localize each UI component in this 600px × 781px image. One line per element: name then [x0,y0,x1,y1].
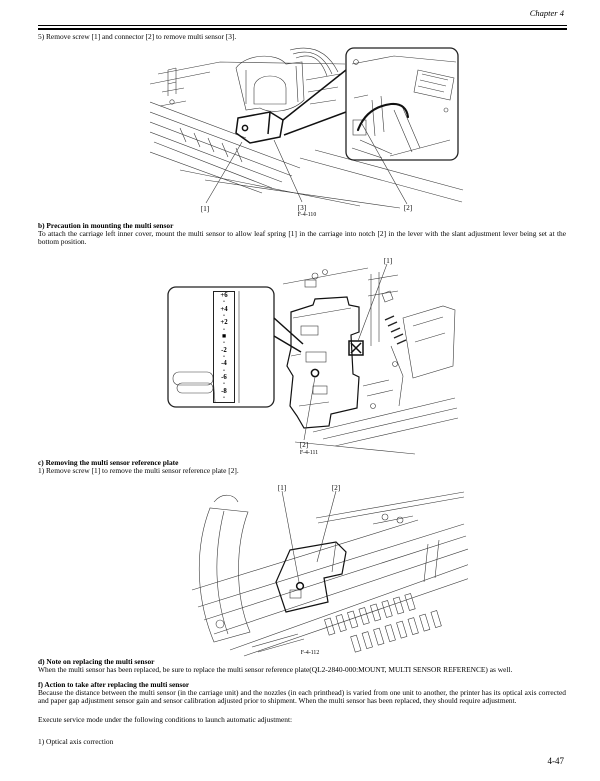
f112-callout-2: [2] [331,484,341,492]
f110-caption: F-4-110 [297,212,317,218]
f111-caption: F-4-111 [299,450,319,456]
figure-f-4-111-art [167,263,459,455]
section-f-body: Because the distance between the multi s… [38,688,566,706]
section-c-body: 1) Remove screw [1] to remove the multi … [38,466,239,475]
scale-mark: +2 [220,319,228,327]
scale-dot: • [223,368,225,374]
scale-dot: • [223,300,225,306]
section-c-heading: c) Removing the multi sensor reference p… [38,458,179,467]
figure-f-4-110-art [150,47,464,209]
figure-f-4-112-art [191,490,468,657]
footer-page-number: 4-47 [547,756,565,766]
f111-callout-1: [1] [383,257,393,265]
section-f-item-1: 1) Optical axis correction [38,737,114,746]
section-b-body: To attach the carriage left inner cover,… [38,229,566,247]
header-chapter: Chapter 4 [529,8,564,18]
step-5-text: 5) Remove screw [1] and connector [2] to… [38,32,237,41]
section-f-execute-text: Execute service mode under the following… [38,715,293,724]
scale-mark: +4 [220,305,228,313]
scale-zero-mark: ■ [221,333,227,341]
f111-callout-2: [2] [299,441,309,449]
scale-dot: • [223,382,225,388]
scale-mark: -4 [221,360,227,368]
f110-callout-1: [1] [200,205,210,213]
scale-mark: +6 [220,292,228,299]
section-f-heading: f) Action to take after replacing the mu… [38,680,190,689]
scale-mark: -6 [221,374,227,382]
slant-adjustment-scale: +6 • +4 • +2 • ■ • -2 • -4 • -6 • -8 • [213,291,235,403]
scale-dot: • [223,327,225,333]
section-d-body: When the multi sensor has been replaced,… [38,665,513,674]
section-d-heading: d) Note on replacing the multi sensor [38,657,155,666]
scale-dot: • [223,395,225,401]
scale-mark: -8 [221,387,227,395]
scale-dot: • [223,341,225,347]
header-rule [38,25,567,30]
f110-callout-3: [3] [297,204,307,212]
section-b-heading: b) Precaution in mounting the multi sens… [38,221,174,230]
f112-callout-1: [1] [277,484,287,492]
scale-mark: -2 [221,346,227,354]
scale-dot: • [223,313,225,319]
f110-callout-2: [2] [403,204,413,212]
f112-caption: F-4-112 [300,650,320,656]
scale-dot: • [223,354,225,360]
